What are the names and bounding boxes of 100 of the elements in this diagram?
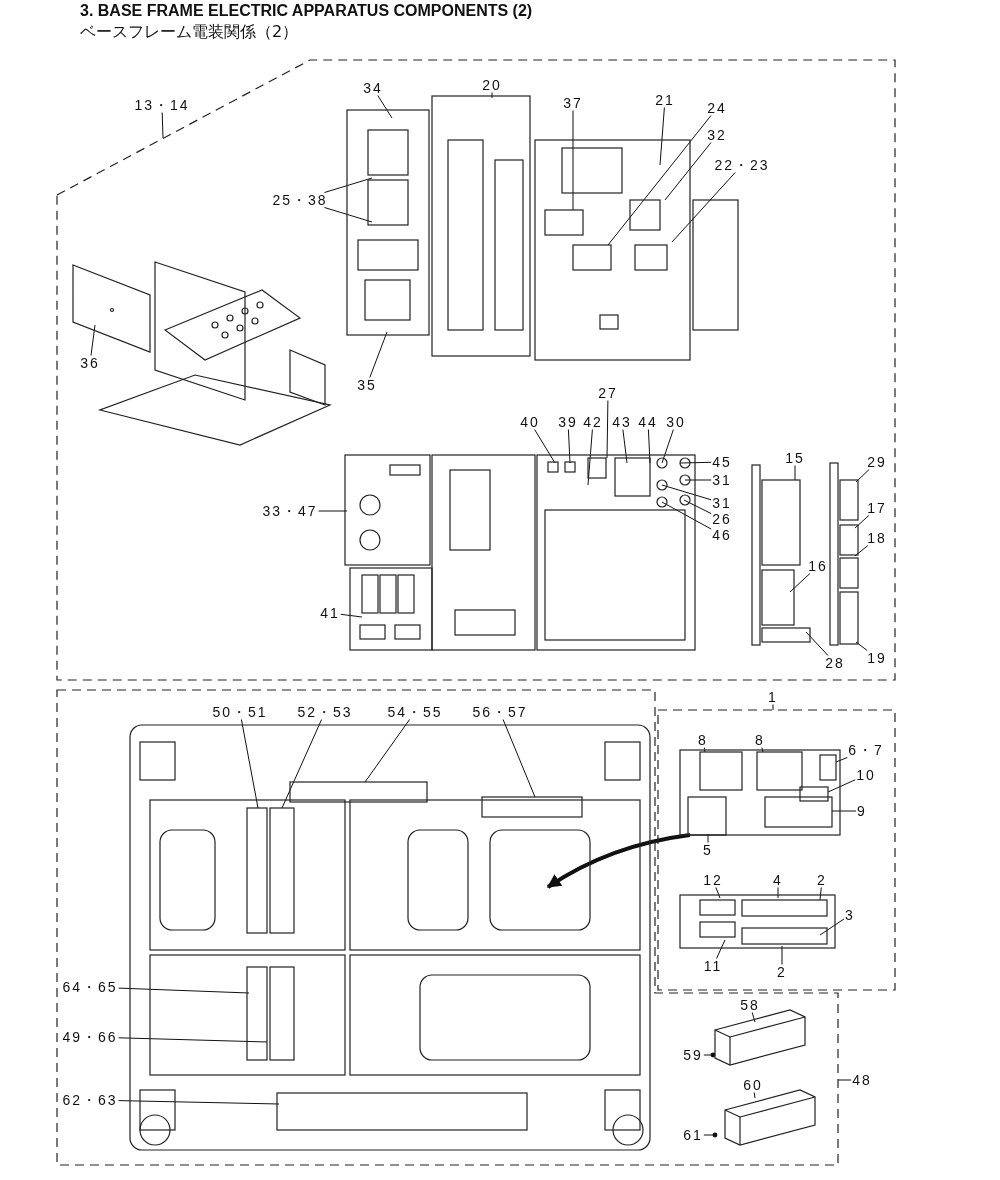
control-board-drawing <box>537 455 695 650</box>
leader-line <box>707 833 709 843</box>
callout-number: 8 <box>697 732 709 748</box>
callout-number: 8 <box>754 732 766 748</box>
leader-line <box>118 1037 268 1043</box>
leader-line <box>684 479 712 481</box>
leader-line <box>716 939 726 959</box>
leader-line <box>661 484 712 501</box>
wire-duct-drawing <box>715 1010 805 1065</box>
leader-line <box>819 918 845 936</box>
leader-line <box>369 331 388 378</box>
callout-number: 64・65 <box>61 979 119 995</box>
callout-number: 41 <box>319 605 341 621</box>
callout-number: 9 <box>856 803 868 819</box>
leader-line <box>661 501 712 530</box>
callout-number: 62・63 <box>61 1092 119 1108</box>
leader-line <box>364 719 411 783</box>
leader-line <box>534 429 556 464</box>
callout-number: 20 <box>481 77 503 93</box>
leader-line <box>664 142 712 201</box>
leader-line <box>118 1100 280 1105</box>
side-panel-drawing <box>830 463 858 645</box>
outlet-box-drawing <box>345 455 430 565</box>
callout-number: 60 <box>742 1077 764 1093</box>
leader-line <box>854 515 870 529</box>
callout-number: 15 <box>784 450 806 466</box>
leader-line <box>835 757 848 763</box>
callout-number: 49・66 <box>61 1029 119 1045</box>
callout-number: 40 <box>519 414 541 430</box>
callout-number: 58 <box>739 997 761 1013</box>
callout-number: 56・57 <box>471 704 529 720</box>
callout-number: 31 <box>711 472 733 488</box>
callout-number: 10 <box>855 767 877 783</box>
callout-number: 2 <box>816 872 828 888</box>
leader-line <box>855 641 868 651</box>
callout-number: 24 <box>706 100 728 116</box>
leader-line <box>587 429 593 486</box>
callout-number: 50・51 <box>211 704 269 720</box>
callout-number: 61 <box>682 1127 704 1143</box>
callout-number: 1 <box>767 689 779 705</box>
callout-number: 25・38 <box>271 192 329 208</box>
leader-line <box>683 499 712 515</box>
arrow <box>546 833 691 889</box>
callout-number: 27 <box>597 385 619 401</box>
callout-number: 3 <box>844 907 856 923</box>
leader-line <box>606 400 609 459</box>
leader-line <box>777 887 779 899</box>
callout-number: 11 <box>702 958 724 974</box>
callout-number: 32 <box>706 127 728 143</box>
power-unit-drawing <box>347 110 429 335</box>
callout-number: 13・14 <box>133 97 191 113</box>
leader-line <box>671 172 736 243</box>
leader-line <box>789 573 811 593</box>
callout-number: 16 <box>807 558 829 574</box>
callout-number: 33・47 <box>261 503 319 519</box>
leader-line <box>118 987 250 994</box>
terminal-board-drawing <box>680 895 835 948</box>
callout-number: 5 <box>702 842 714 858</box>
callout-number: 31 <box>711 495 733 511</box>
leader-line <box>661 429 674 464</box>
leader-line <box>377 95 393 119</box>
leader-line <box>572 110 574 211</box>
leader-line <box>753 1092 756 1099</box>
leader-line <box>751 1012 756 1023</box>
callout-number: 37 <box>562 95 584 111</box>
leader-line <box>827 779 856 793</box>
leader-line <box>340 613 363 618</box>
circuit-board-drawing <box>680 750 840 835</box>
leader-line <box>855 469 870 483</box>
breaker-box-drawing <box>350 568 432 650</box>
callout-number: 18 <box>866 530 888 546</box>
callout-number: 29 <box>866 454 888 470</box>
transformer-panel-drawing <box>535 140 690 360</box>
callout-number: 30 <box>665 414 687 430</box>
dashed-group-outline <box>658 710 895 990</box>
callout-number: 28 <box>824 655 846 671</box>
side-panel-drawing <box>752 465 810 645</box>
callout-number: 17 <box>866 500 888 516</box>
callout-number: 43 <box>611 414 633 430</box>
callout-number: 46 <box>711 527 733 543</box>
callout-number: 48 <box>851 1072 873 1088</box>
leader-line <box>281 719 323 809</box>
leader-line <box>491 92 493 99</box>
leader-line <box>805 631 829 656</box>
callout-number: 19 <box>866 650 888 666</box>
leader-line <box>819 887 822 901</box>
callout-number: 34 <box>362 80 384 96</box>
leader-line <box>622 429 628 464</box>
inverter-unit-drawing <box>432 96 530 356</box>
leader-line <box>679 461 712 464</box>
leader-line <box>607 115 712 246</box>
callout-number: 4 <box>772 872 784 888</box>
leader-line <box>324 207 373 223</box>
leader-line <box>567 429 571 464</box>
leader-line <box>240 719 259 809</box>
base-plate-drawing <box>130 725 650 1150</box>
leader-line <box>502 719 536 798</box>
callout-number: 2 <box>776 964 788 980</box>
leader-line <box>90 324 96 356</box>
leader-line <box>659 107 665 166</box>
